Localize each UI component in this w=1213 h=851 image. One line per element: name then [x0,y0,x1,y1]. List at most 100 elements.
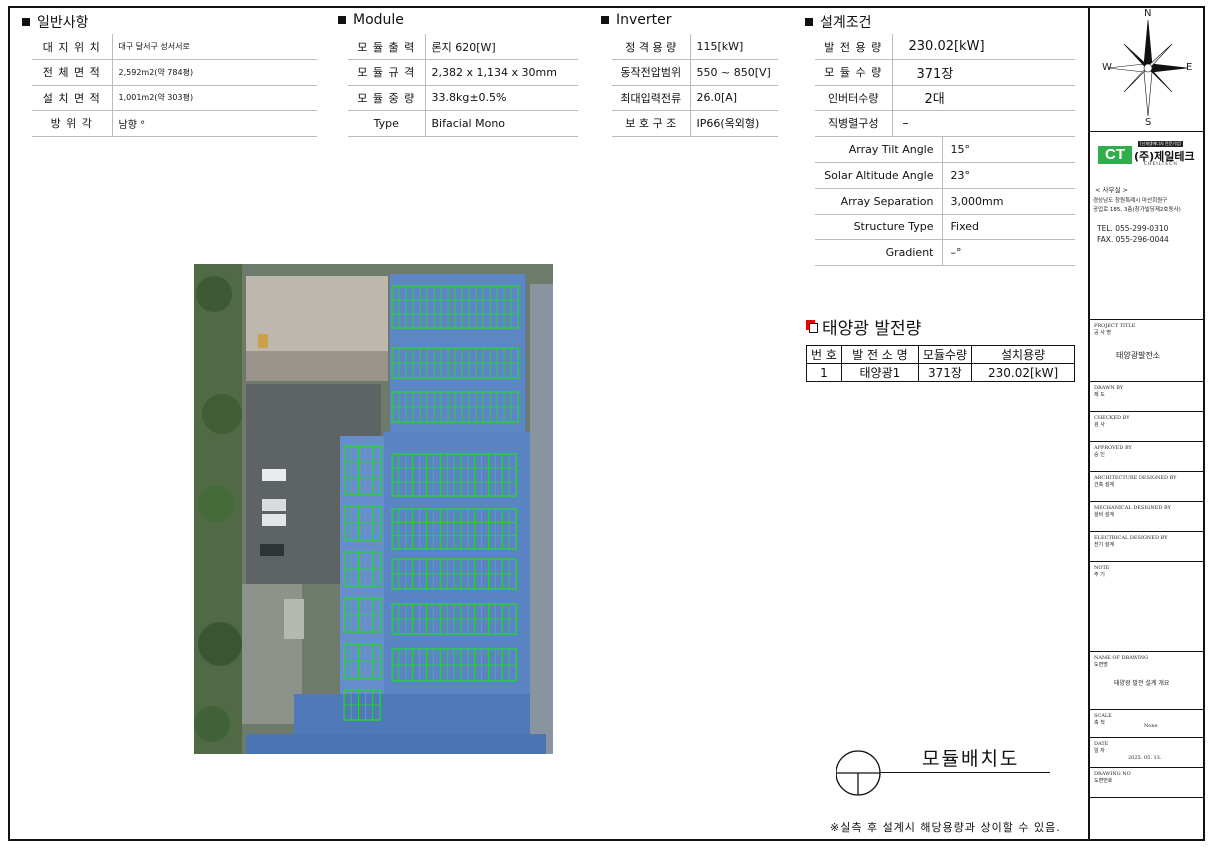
aerial-roof-image [194,264,553,754]
field-label-en: MECHANICAL DESIGNED BY [1094,505,1171,511]
scale-value: None [1144,723,1158,729]
design-row: 직병렬구성– [815,110,1075,137]
drawing-name-cell: NAME OF DRAWING 도면명 태양광 발전 설계 개요 [1090,652,1205,710]
tel-text: TEL. 055-299-0310 [1097,224,1169,233]
design-value: 230.02[kW] [892,34,1075,60]
compass-north-label: N [1144,8,1152,19]
general-key: 설 치 면 적 [32,85,113,111]
company-sub: CHEILTECH [1144,162,1178,167]
design-extra-key: Array Separation [815,188,943,215]
mechanical-cell: MECHANICAL DESIGNED BY 설비 설계 [1090,502,1205,532]
inverter-title-text: Inverter [616,12,672,28]
general-key: 대 지 위 치 [32,34,113,60]
module-key: Type [348,110,426,137]
general-value: 대구 달서구 성서서로 [112,34,317,60]
solar-cell: 230.02[kW] [971,363,1076,382]
solar-cell: 371장 [917,363,973,382]
design-key: 직병렬구성 [815,110,893,137]
title-block: N S W E CT [신재생에너지 전문기업] (주)제일테크 CHEILTE… [1090,6,1205,841]
module-key: 모 듈 규 격 [348,59,426,86]
design-extra-value: 3,000mm [942,188,1075,215]
solar-generation-title: 태양광 발전량 [806,314,921,339]
panel-arrays [343,285,519,721]
drawing-label: 모듈배치도 [922,748,1020,770]
solar-header-cell: 설치용량 [971,345,1076,364]
compass-east-label: E [1186,62,1193,73]
field-label-en: DATE [1094,741,1109,747]
drawing-sheet-frame [8,6,1205,841]
solar-title-text: 태양광 발전량 [822,319,922,339]
general-key: 방 위 각 [32,110,113,137]
fax-text: FAX. 055-296-0044 [1097,235,1169,244]
compass-west-label: W [1102,62,1112,73]
design-extra-value: Fixed [942,214,1075,241]
field-label-ko: 주 기 [1094,572,1105,578]
company-tag: [신재생에너지 전문기업] [1138,141,1184,147]
field-label-en: NAME OF DRAWING [1094,655,1149,661]
scale-cell: SCALE 축 척 None [1090,710,1205,738]
solar-header-cell: 모듈수량 [917,345,973,364]
design-title-text: 설계조건 [820,15,872,31]
field-label-en: DRAWING NO [1094,771,1131,777]
module-key: 모 듈 출 력 [348,34,426,60]
field-label-ko: 승 인 [1094,452,1105,458]
footnote-text: ※실측 후 설계시 해당용량과 상이할 수 있음. [830,821,1061,834]
inverter-value: 550 ~ 850[V] [690,59,778,86]
field-label-en: PROJECT TITLE [1094,323,1136,329]
project-title-cell: PROJECT TITLE 공 사 명 태양광발전소 [1090,320,1205,382]
checked-by-cell: CHECKED BY 검 사 [1090,412,1205,442]
design-value: 2대 [892,85,1075,111]
module-value: Bifacial Mono [425,110,578,137]
general-section-title: 일반사항 [22,12,89,32]
inverter-key: 동작전압범위 [612,59,691,86]
field-label-ko: 도면번호 [1094,778,1113,784]
address-line-2: 공업로 185, 3층(창가빌딩제2호동사) [1093,207,1181,213]
section-symbol-icon [836,750,881,796]
address-line-1: 경상남도 창원특례시 마산회원구 [1093,198,1168,204]
roof-layout-svg [194,264,553,754]
general-title-text: 일반사항 [37,15,89,31]
field-label-ko: 검 사 [1094,422,1105,428]
general-value: 2,592m2(약 784평) [112,59,317,86]
inverter-value: 115[kW] [690,34,778,60]
bullet-square-icon [805,18,813,26]
compass-cell: N S W E [1090,6,1205,132]
general-value: 1,001m2(약 303평) [112,85,317,111]
field-label-en: ELECTRICAL DESIGNED BY [1094,535,1168,541]
window-square-icon [806,320,818,333]
bullet-square-icon [601,16,609,24]
module-section-title: Module [338,12,404,28]
drawn-by-cell: DRAWN BY 제 도 [1090,382,1205,412]
design-extra-value: 23° [942,162,1075,189]
design-value: – [892,110,1075,137]
field-label-en: DRAWN BY [1094,385,1124,391]
company-cell: CT [신재생에너지 전문기업] (주)제일테크 CHEILTECH < 사무실… [1090,132,1205,320]
approved-by-cell: APPROVED BY 승 인 [1090,442,1205,472]
design-extra-key: Structure Type [815,214,943,241]
design-section-title: 설계조건 [805,12,872,32]
inverter-key: 정 격 용 량 [612,34,691,60]
company-name: (주)제일테크 [1134,150,1195,163]
inverter-value: IP66(옥외형) [690,110,778,137]
solar-generation-table: 번 호 발 전 소 명 모듈수량 설치용량 1 태양광1 371장 230.02… [806,345,1076,382]
module-value: 론지 620[W] [425,34,578,60]
design-key: 모 듈 수 량 [815,59,893,86]
module-value: 2,382 x 1,134 x 30mm [425,59,578,86]
bullet-square-icon [22,18,30,26]
general-key: 전 체 면 적 [32,59,113,86]
solar-header-row: 번 호 발 전 소 명 모듈수량 설치용량 [806,345,1076,364]
